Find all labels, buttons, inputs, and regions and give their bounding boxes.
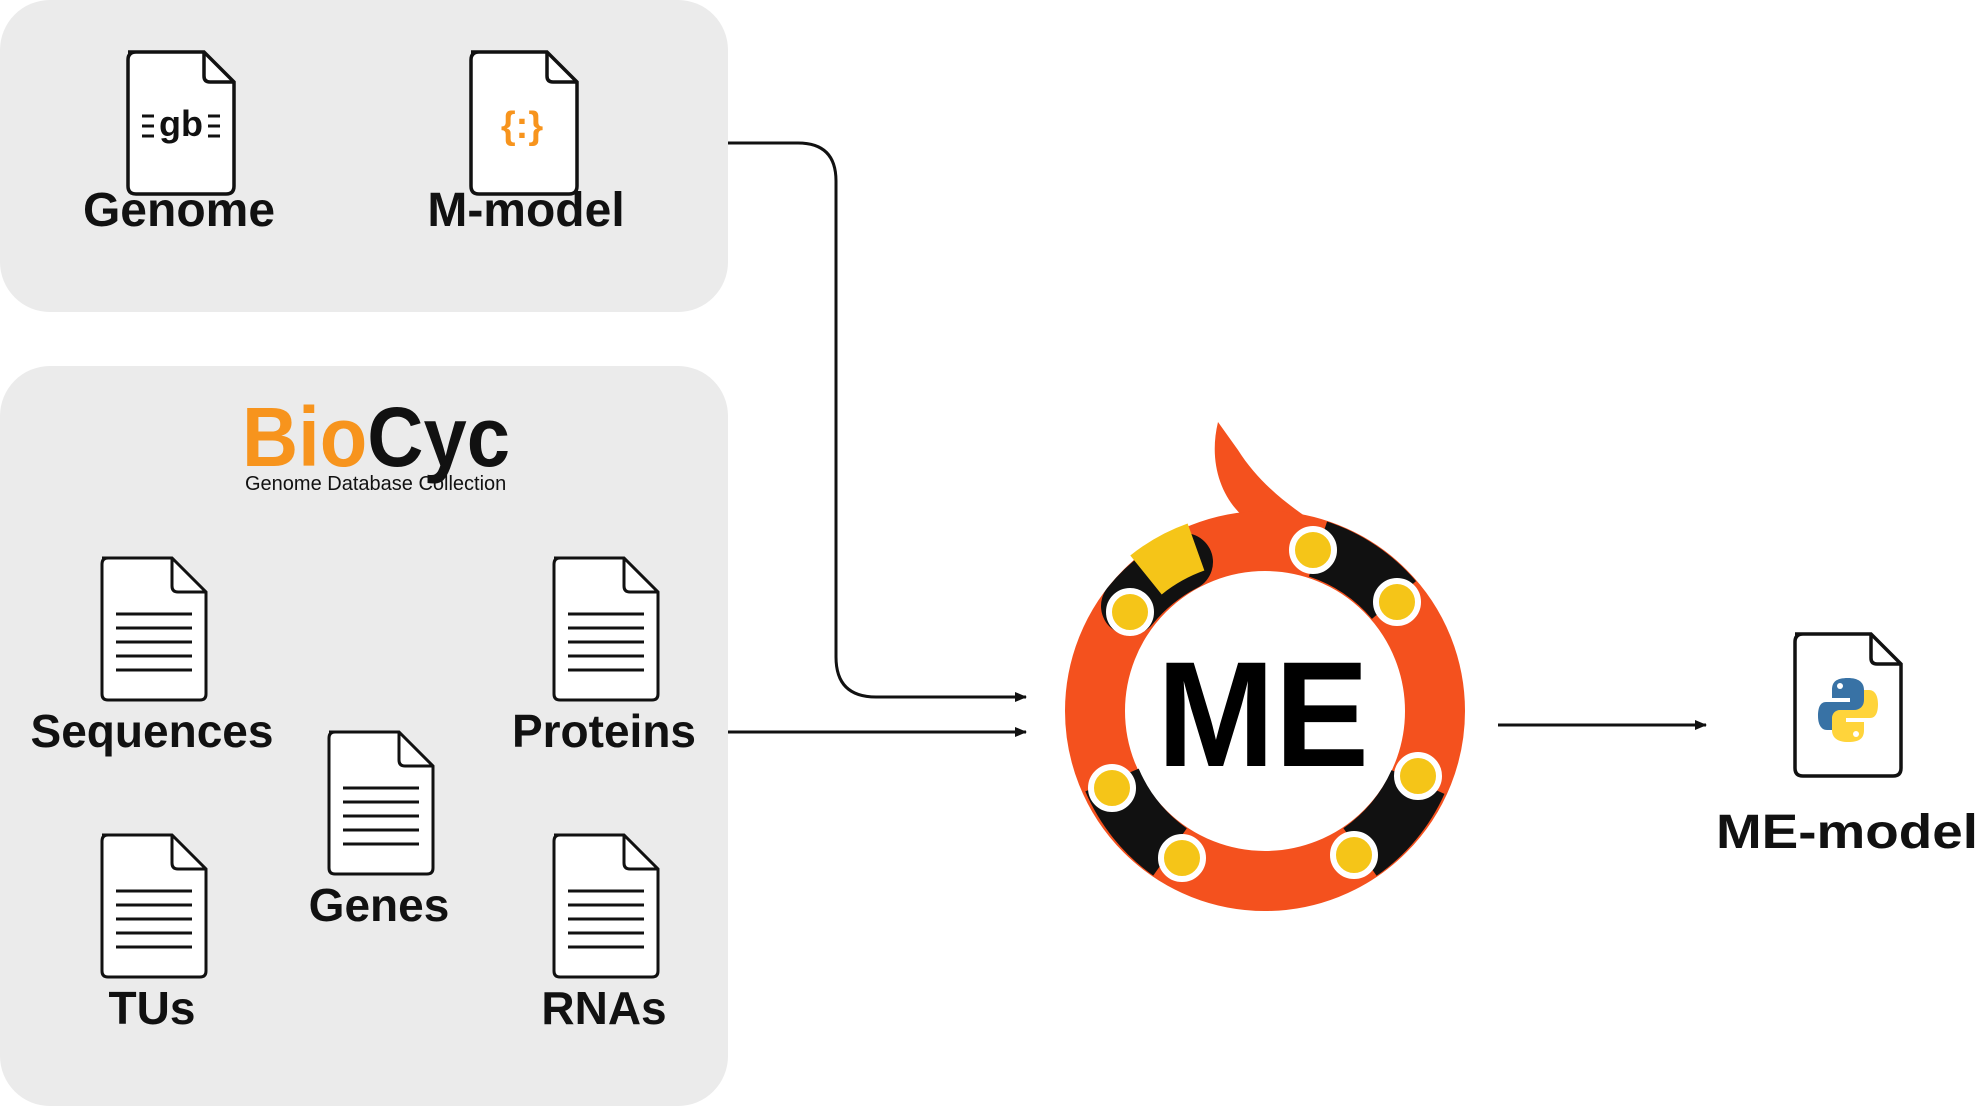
me-dots — [1088, 526, 1442, 882]
me-dot — [1289, 526, 1337, 574]
json-icon-text: {:} — [501, 105, 543, 147]
genbank-file-icon: gb — [126, 50, 236, 196]
me-dot — [1373, 578, 1421, 626]
rnas-label: RNAs — [541, 982, 666, 1034]
biocyc-bio: Bio — [242, 390, 367, 484]
me-dot — [1394, 752, 1442, 800]
python-logo-blue — [1818, 678, 1864, 730]
file-tus: TUs — [100, 833, 208, 1034]
file-rnas: RNAs — [541, 833, 667, 1034]
me-head-band — [1130, 523, 1205, 595]
me-logo: ME — [1065, 422, 1465, 911]
file-sequences: Sequences — [31, 556, 274, 757]
biocyc-logo: BioCyc Genome Database Collection — [242, 390, 510, 495]
output-item: ME-model — [1716, 632, 1978, 859]
genes-label: Genes — [309, 879, 450, 931]
mmodel-item: {:} M-model — [427, 50, 625, 237]
document-icon — [552, 556, 660, 702]
file-genes: Genes — [309, 730, 450, 931]
me-dot — [1158, 834, 1206, 882]
biocyc-subtitle: Genome Database Collection — [245, 473, 506, 495]
me-dot — [1330, 831, 1378, 879]
python-logo-yellow — [1832, 690, 1878, 742]
genome-label: Genome — [83, 184, 275, 237]
python-file-icon — [1793, 632, 1903, 778]
me-flame — [1214, 422, 1324, 540]
proteins-label: Proteins — [512, 705, 696, 757]
me-ring — [1065, 511, 1465, 911]
me-logo-text: ME — [1157, 630, 1369, 798]
biocyc-cyc: Cyc — [367, 390, 510, 484]
document-icon — [100, 833, 208, 979]
genbank-icon-text: gb — [159, 103, 203, 144]
connector-top-to-me — [728, 141, 1027, 702]
file-proteins: Proteins — [512, 556, 696, 757]
top-input-panel — [0, 0, 728, 312]
document-icon — [327, 730, 435, 876]
document-icon — [552, 833, 660, 979]
sequences-label: Sequences — [31, 705, 274, 757]
json-file-icon: {:} — [469, 50, 579, 196]
biocyc-wordmark: BioCyc — [242, 390, 510, 484]
me-dot — [1106, 588, 1154, 636]
tus-label: TUs — [109, 982, 196, 1034]
document-icon — [100, 556, 208, 702]
mmodel-label: M-model — [427, 184, 624, 237]
me-model-label: ME-model — [1716, 806, 1978, 859]
me-dot — [1088, 764, 1136, 812]
genome-item: gb Genome — [83, 50, 275, 237]
